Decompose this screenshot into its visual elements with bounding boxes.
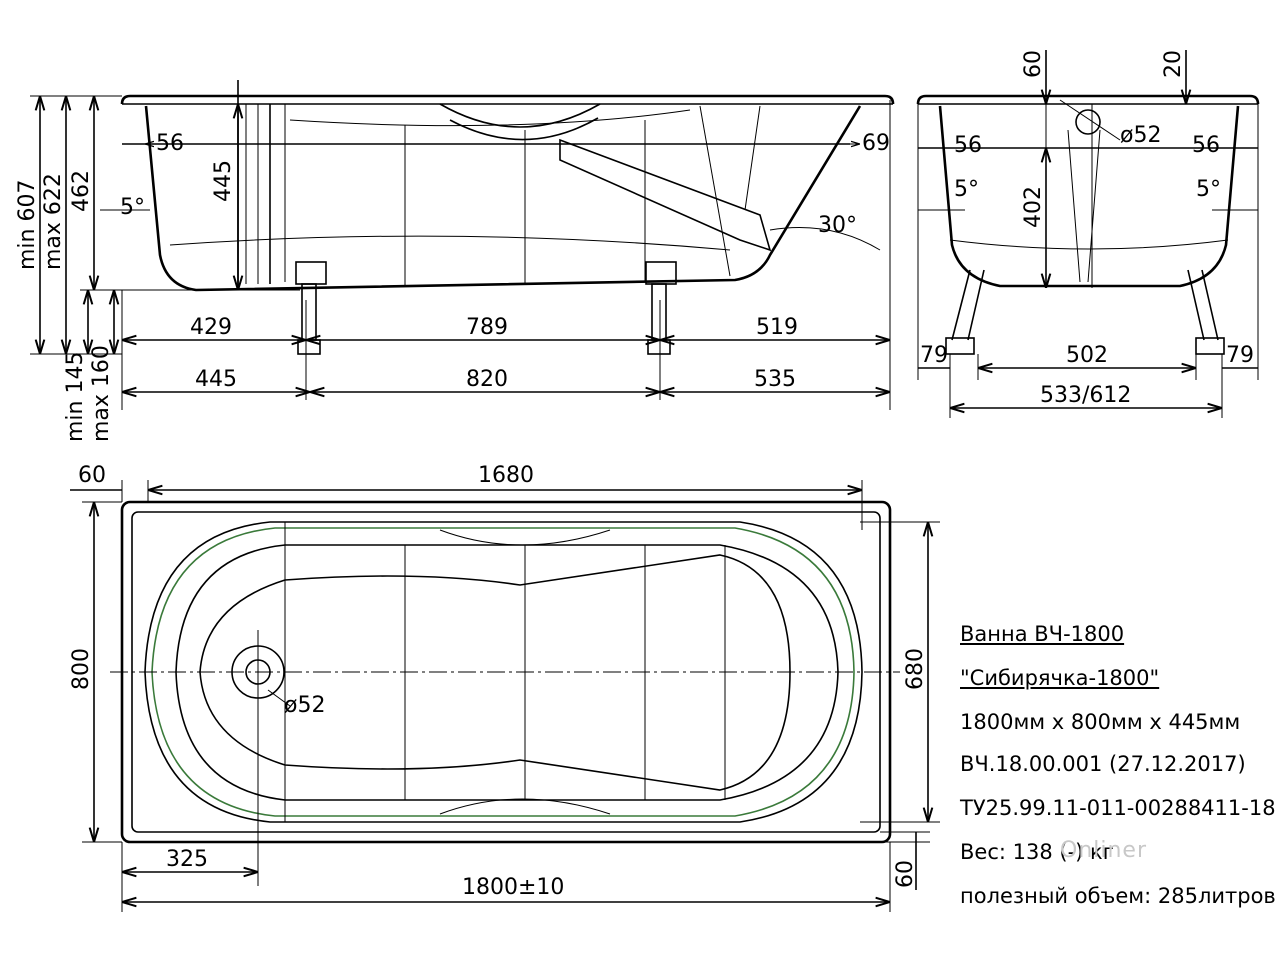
dim-end-top-20: 20 (1161, 50, 1186, 78)
dim-side-top-429: 429 (190, 315, 232, 340)
dim-side-legs-max: max 160 (89, 345, 114, 442)
spec-weight: Вес: 138 (-) кг (960, 840, 1114, 864)
dim-plan-drain: ø52 (284, 693, 325, 718)
end-leg-right (1187, 269, 1225, 355)
spec-volume: полезный объем: 285литров (960, 884, 1276, 908)
dim-side-legs-min: min 145 (63, 352, 88, 442)
dim-end-leg-right: 79 (1226, 343, 1254, 368)
dim-side-angle-left: 5° (120, 195, 145, 220)
dim-end-rim-left: 56 (954, 133, 982, 158)
dim-side-top-789: 789 (466, 315, 508, 340)
plan-view: ø52 60 1680 800 680 325 1800±10 60 (69, 463, 940, 912)
dim-end-rim-right: 56 (1192, 133, 1220, 158)
dim-end-depth: 402 (1021, 186, 1046, 228)
dim-plan-bottom-60: 60 (893, 860, 918, 888)
dim-side-depth: 445 (211, 160, 236, 202)
dim-side-rim-left: 56 (156, 131, 184, 156)
end-view: 60 20 ø52 56 56 5° 5° 402 (916, 50, 1260, 418)
dim-side-bot-535: 535 (754, 367, 796, 392)
end-leg-left (945, 269, 985, 355)
dim-side-top-519: 519 (756, 315, 798, 340)
dim-side-rim-right: 69 (862, 131, 890, 156)
dim-end-drain: ø52 (1120, 123, 1161, 148)
dim-end-outer: 533/612 (1040, 383, 1131, 408)
dim-plan-inner-680: 680 (903, 648, 928, 690)
dim-plan-length-1680: 1680 (478, 463, 534, 488)
dim-end-top-60: 60 (1021, 50, 1046, 78)
watermark: Onliner (1060, 838, 1148, 863)
spec-tu: ТУ25.99.11-011-00288411-18 (960, 796, 1276, 820)
dim-end-angle-left: 5° (954, 177, 979, 202)
dim-plan-drain-325: 325 (166, 847, 208, 872)
dim-plan-length-total: 1800±10 (462, 875, 564, 900)
dim-side-bot-820: 820 (466, 367, 508, 392)
spec-code: ВЧ.18.00.001 (27.12.2017) (960, 752, 1246, 776)
dim-end-leg-left: 79 (920, 343, 948, 368)
spec-model: "Сибирячка-1800" (960, 666, 1160, 690)
spec-name: Ванна ВЧ-1800 (960, 622, 1125, 646)
dim-plan-left-60: 60 (78, 463, 106, 488)
dim-side-angle-back: 30° (818, 213, 857, 238)
dim-end-angle-right: 5° (1196, 177, 1221, 202)
dim-side-bot-445: 445 (195, 367, 237, 392)
spec-size: 1800мм x 800мм x 445мм (960, 710, 1241, 734)
dim-side-height-462: 462 (69, 170, 94, 212)
dim-side-height-max: max 622 (41, 173, 66, 270)
dim-side-height-min: min 607 (15, 180, 40, 270)
dim-end-inner: 502 (1066, 343, 1108, 368)
dim-plan-width-800: 800 (69, 648, 94, 690)
side-view: 56 69 5° 30° 445 min 607 max 622 462 (15, 80, 895, 442)
